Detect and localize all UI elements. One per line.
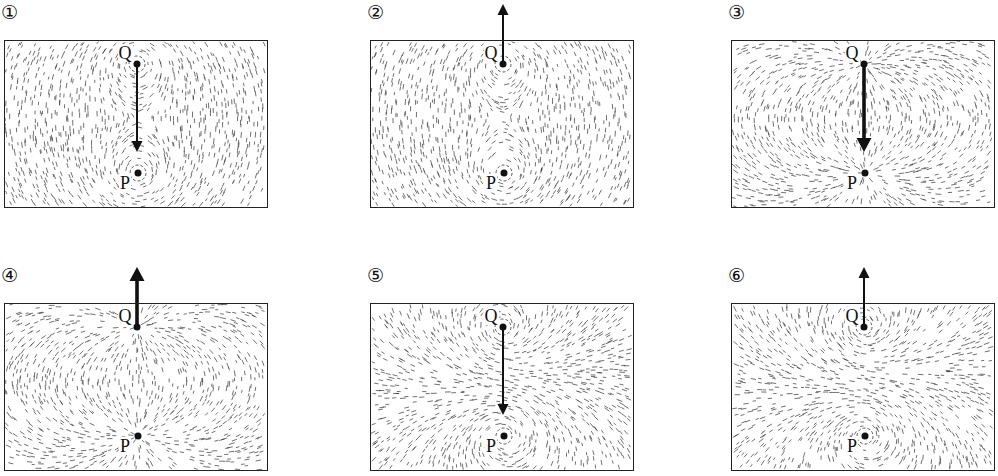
arrow-head [498,4,509,15]
